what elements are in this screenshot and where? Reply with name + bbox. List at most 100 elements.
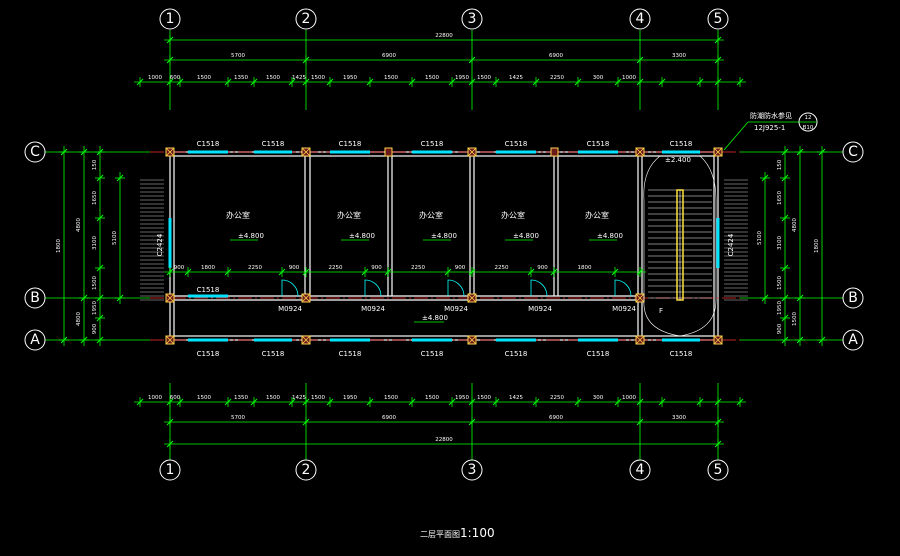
window-label: C1518 [421,350,444,358]
dimension-label: 1800 [56,239,62,253]
dimension-label: 1500 [197,75,211,81]
dimension-label: 900 [289,265,300,271]
dimension-label: 4800 [76,218,82,232]
dimension-label: 1500 [425,395,439,401]
corridor-elevation: ±4.800 [422,314,448,322]
dimension-label: 150 [92,159,98,170]
dimension-label: 2250 [248,265,262,271]
axis-label: 4 [636,11,645,27]
axis-bubble-1-top: 1 [159,8,181,30]
room-name: 办公室 [419,210,443,220]
window-label: C1518 [339,140,362,148]
window-label: C1518 [197,140,220,148]
window-label: C1518 [339,350,362,358]
axis-label: C [30,144,40,160]
exterior-hatch [140,179,748,301]
window-label: C1518 [505,140,528,148]
dimension-label: 1950 [343,75,357,81]
door-label: M0924 [361,305,385,313]
window-label: C1518 [197,350,220,358]
dimension-label: 5700 [231,415,245,421]
drawing-title-cn: 二层平面图 [420,530,460,539]
dimension-label: 900 [174,265,185,271]
drawing-title: 二层平面图1:100 [420,526,495,540]
room-name: 办公室 [226,210,250,220]
dimension-label: 1425 [292,75,306,81]
dimension-label: 2250 [550,75,564,81]
dimension-label: 6900 [382,415,396,421]
dimension-label: 1500 [384,75,398,81]
callout-ref: 12J925-1 [754,124,785,132]
axis-bubble-3-top: 3 [461,8,483,30]
room-elevation: ±4.800 [431,232,457,240]
dimension-label: 1000 [622,395,636,401]
window-label: C1518 [587,350,610,358]
dimension-label: 4800 [792,218,798,232]
window-label: C1518 [670,140,693,148]
dimension-label: 1500 [477,395,491,401]
dimension-label: 22800 [435,33,453,39]
dimension-label: 1425 [292,395,306,401]
callout [723,112,818,151]
door-label: M0924 [612,305,636,313]
axis-bubble-2-top: 2 [295,8,317,30]
axis-label: 1 [166,462,175,478]
room-elevation: ±4.800 [349,232,375,240]
dimension-label: 1950 [777,301,783,315]
dimension-label: 1425 [509,395,523,401]
dimension-label: 3300 [672,53,686,59]
axis-label: B [30,290,40,306]
dimension-label: 1500 [477,75,491,81]
dimension-label: 300 [593,75,604,81]
dimension-label: 1800 [201,265,215,271]
dimension-label: 900 [371,265,382,271]
axis-label: 1 [166,11,175,27]
axis-label: 5 [714,462,723,478]
room-elevation: ±4.800 [597,232,623,240]
dimension-label: 2250 [550,395,564,401]
dimension-label: 2250 [411,265,425,271]
dimension-label: 1425 [509,75,523,81]
dimension-label: 6900 [382,53,396,59]
axis-bubble-2-bottom: 2 [295,459,317,481]
window-label: C1518 [587,140,610,148]
dimension-label: 1000 [148,75,162,81]
window-label: C1518 [421,140,444,148]
room-name: 办公室 [501,210,525,220]
doors [281,279,632,297]
dimension-label: 1500 [266,395,280,401]
dimension-label: 1500 [792,312,798,326]
dimension-label: 1500 [266,75,280,81]
axis-label: C [848,144,858,160]
dimension-label: 1500 [197,395,211,401]
callout-num: 12 [805,115,812,121]
room-name: 办公室 [337,210,361,220]
dimension-label: 1950 [455,395,469,401]
axis-label: 2 [302,462,311,478]
dimension-label: 3100 [92,236,98,250]
window-label: C2424 [727,233,735,256]
dimension-label: 900 [537,265,548,271]
dimension-label: 1500 [425,75,439,81]
dimension-label: 1800 [578,265,592,271]
dimension-label: 1950 [455,75,469,81]
window-label: C1518 [670,350,693,358]
dimension-label: 1950 [92,301,98,315]
dimension-label: 900 [92,323,98,334]
callout-text: 防潮防水参见 [750,111,792,120]
stair [643,155,717,337]
dimension-label: 2250 [329,265,343,271]
dimension-label: 5100 [112,231,118,245]
dimension-label: 900 [777,323,783,334]
drawing-scale: 1:100 [460,526,495,540]
room-name: 办公室 [585,210,609,220]
window-label: C1518 [197,286,220,294]
dimension-label: 1800 [814,239,820,253]
axis-label: 3 [468,462,477,478]
